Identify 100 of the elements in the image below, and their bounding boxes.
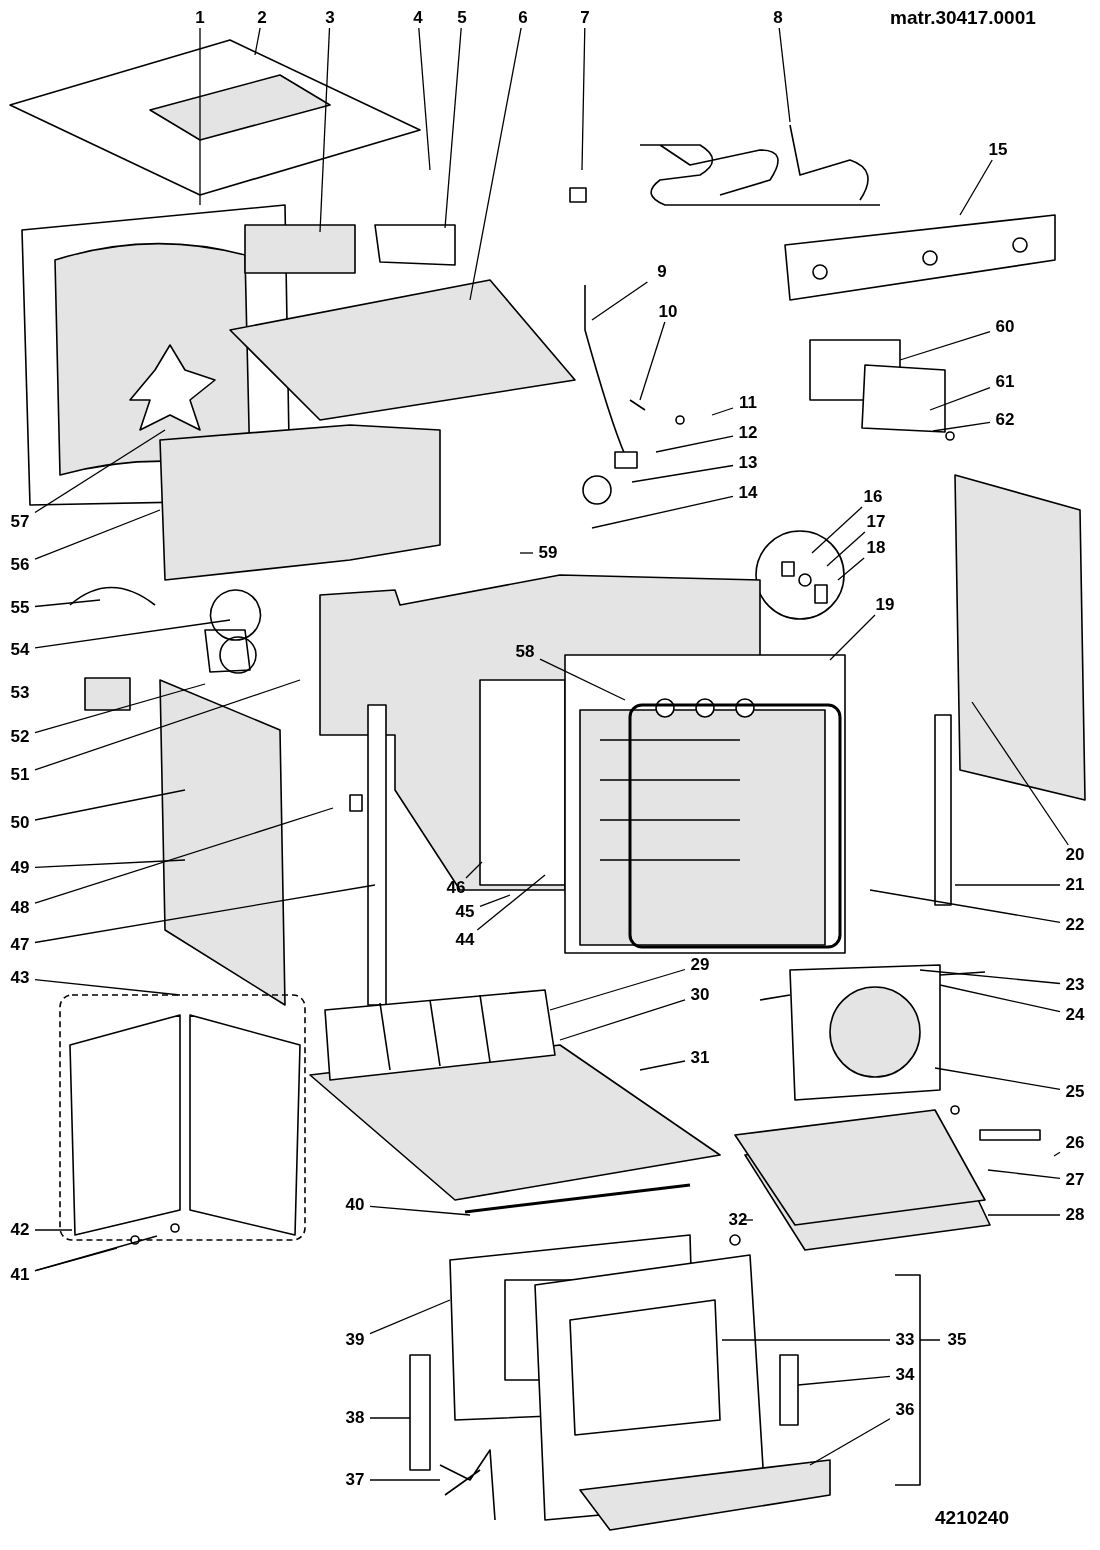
callout-number: 44 — [450, 930, 480, 950]
callout-number: 31 — [685, 1048, 715, 1068]
callout-number: 21 — [1060, 875, 1090, 895]
leader-line — [809, 1418, 891, 1466]
drawing-number: 4210240 — [935, 1507, 1009, 1529]
leader-line — [899, 331, 991, 361]
callout-number: 36 — [890, 1400, 920, 1420]
callout-number: 61 — [990, 372, 1020, 392]
callout-number: 25 — [1060, 1082, 1090, 1102]
leader-line — [581, 27, 586, 171]
callout-number: 10 — [653, 302, 683, 322]
leader-line — [939, 984, 1061, 1013]
callout-number: 47 — [5, 935, 35, 955]
callout-number: 62 — [990, 410, 1020, 430]
callout-number: 49 — [5, 858, 35, 878]
callout-number: 11 — [733, 393, 763, 413]
callout-number: 41 — [5, 1265, 35, 1285]
leader-line — [711, 407, 734, 416]
callout-number: 40 — [340, 1195, 370, 1215]
callout-number: 46 — [441, 878, 471, 898]
callout-number: 54 — [5, 640, 35, 660]
callout-number: 16 — [858, 487, 888, 507]
callout-number: 26 — [1060, 1133, 1090, 1153]
leader-line — [444, 27, 462, 229]
leader-line — [837, 557, 865, 581]
leader-line — [369, 1205, 471, 1216]
leader-line — [369, 1299, 451, 1335]
leader-line — [826, 531, 866, 567]
callout-number: 8 — [763, 8, 793, 28]
leader-line — [639, 1060, 686, 1071]
callout-number: 23 — [1060, 975, 1090, 995]
leader-line — [549, 968, 686, 1011]
leader-line — [476, 874, 546, 931]
callout-number: 30 — [685, 985, 715, 1005]
leader-line — [34, 599, 101, 608]
callout-number: 51 — [5, 765, 35, 785]
callout-number: 55 — [5, 598, 35, 618]
leader-line — [971, 701, 1069, 846]
leader-line — [591, 495, 734, 529]
callout-number: 4 — [403, 8, 433, 28]
leader-line — [34, 1235, 158, 1272]
leader-line — [418, 27, 431, 171]
callout-number: 35 — [942, 1330, 972, 1350]
callout-number: 39 — [340, 1330, 370, 1350]
leader-line — [34, 619, 231, 649]
callout-number: 2 — [247, 8, 277, 28]
leader-line — [639, 321, 666, 401]
callout-number: 5 — [447, 8, 477, 28]
leader-line — [811, 506, 863, 554]
leader-line — [932, 421, 991, 432]
leader-line — [465, 861, 483, 879]
callout-number: 20 — [1060, 845, 1090, 865]
callout-number: 57 — [5, 512, 35, 532]
callout-number: 56 — [5, 555, 35, 575]
callout-number: 6 — [508, 8, 538, 28]
callout-number: 9 — [647, 262, 677, 282]
callout-number: 37 — [340, 1470, 370, 1490]
leader-line — [559, 999, 686, 1041]
callout-number: 59 — [533, 543, 563, 563]
leader-line — [479, 894, 511, 907]
leader-line — [469, 27, 522, 301]
leader-line — [934, 1067, 1061, 1091]
callout-number: 17 — [861, 512, 891, 532]
leader-line — [34, 807, 334, 904]
leader-line — [34, 679, 301, 771]
leader-line — [797, 1375, 891, 1386]
leader-line — [778, 27, 791, 123]
leader-line — [987, 1169, 1061, 1179]
callout-number: 27 — [1060, 1170, 1090, 1190]
leader-line — [369, 1417, 411, 1419]
callout-number: 58 — [510, 642, 540, 662]
leader-line — [919, 969, 1061, 985]
callout-number: 1 — [185, 8, 215, 28]
leader-line — [631, 464, 734, 483]
callout-number: 42 — [5, 1220, 35, 1240]
leader-line — [959, 159, 993, 216]
callout-number: 34 — [890, 1365, 920, 1385]
callout-number: 29 — [685, 955, 715, 975]
callout-number: 19 — [870, 595, 900, 615]
leader-line — [369, 1479, 441, 1481]
callout-number: 38 — [340, 1408, 370, 1428]
callout-number: 50 — [5, 813, 35, 833]
leader-line — [829, 614, 876, 661]
callout-number: 60 — [990, 317, 1020, 337]
leader-line — [1053, 1151, 1061, 1157]
callout-number: 14 — [733, 483, 763, 503]
leader-line — [519, 552, 534, 554]
callout-number: 18 — [861, 538, 891, 558]
leader-line — [34, 789, 186, 821]
leader-line — [34, 859, 186, 868]
leader-line — [539, 658, 626, 701]
leader-line — [869, 889, 1061, 924]
leader-line — [199, 27, 201, 206]
callout-number: 52 — [5, 727, 35, 747]
leader-line — [655, 435, 734, 453]
callout-number: 3 — [315, 8, 345, 28]
leader-line — [34, 509, 161, 560]
leader-line — [254, 27, 261, 56]
reference-number: matr.30417.0001 — [890, 7, 1036, 29]
callout-number: 28 — [1060, 1205, 1090, 1225]
